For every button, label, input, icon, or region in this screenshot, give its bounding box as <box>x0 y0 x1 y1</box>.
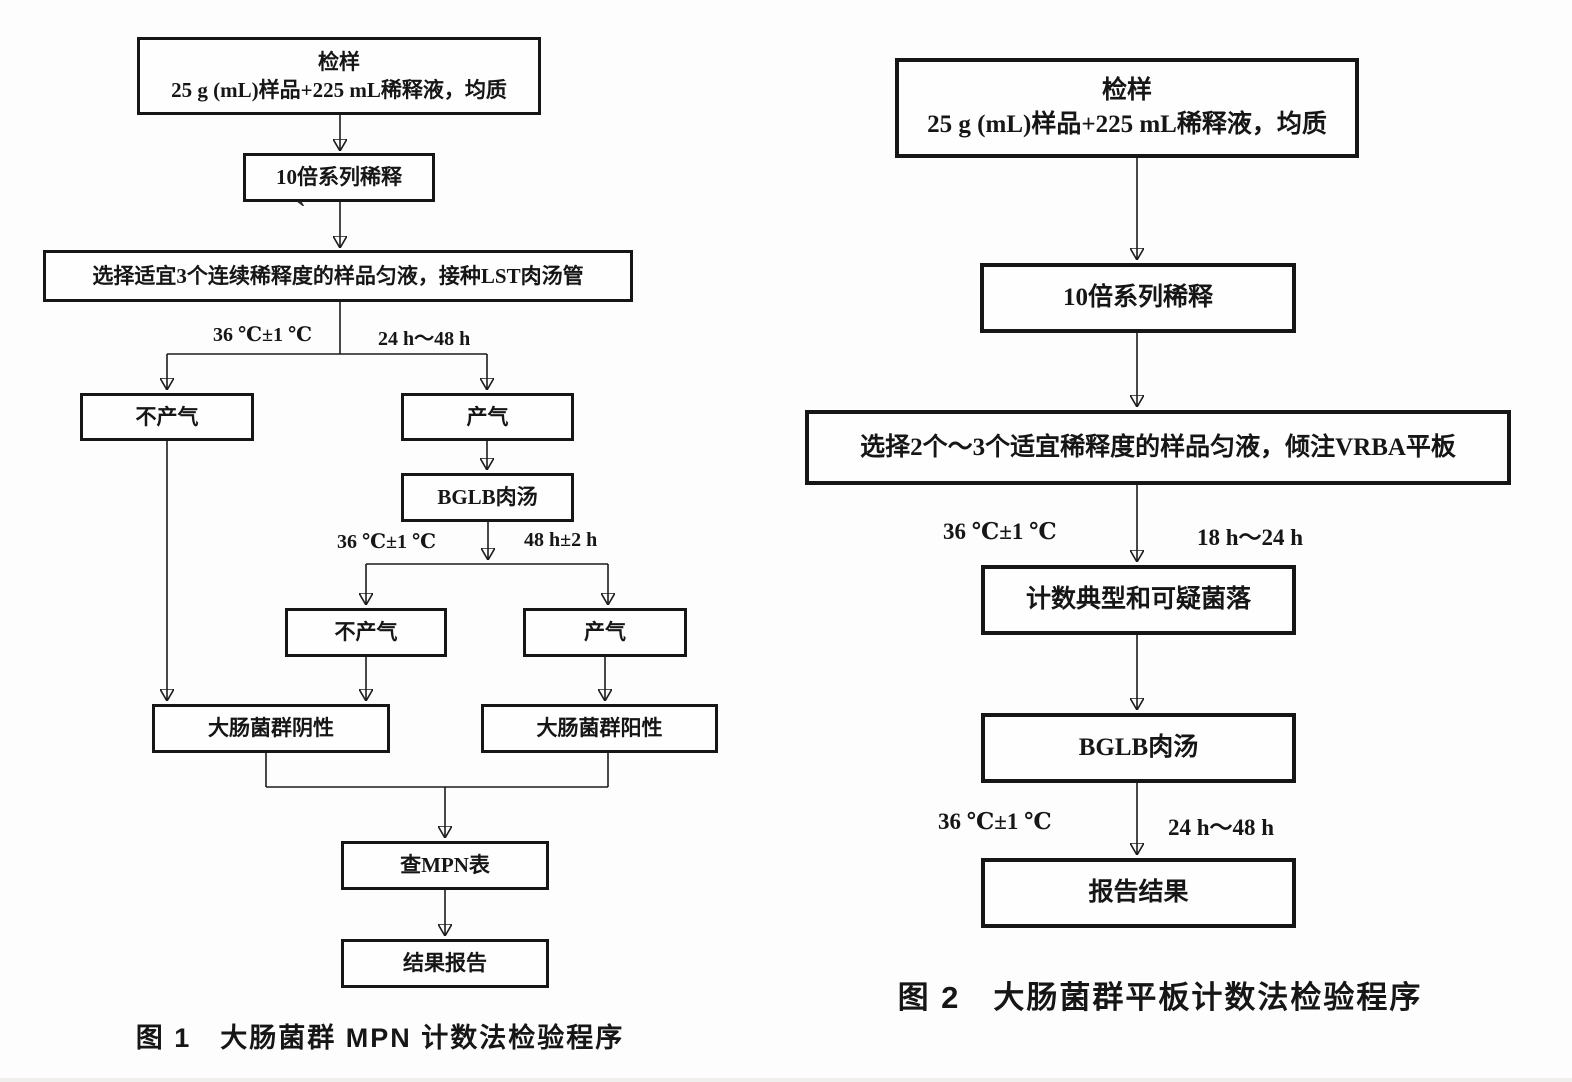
f1-label-time-1: 24 h～48 h <box>378 328 471 350</box>
f2-box-sample: 检样 25 g (mL)样品+225 mL稀释液，均质 <box>895 58 1359 158</box>
f2-label-time-1: 18 h～24 h <box>1197 525 1304 550</box>
figure2-caption: 图 2 大肠菌群平板计数法检验程序 <box>897 980 1423 1015</box>
f2-label-temp-2: 36 ℃±1 ℃ <box>938 809 1052 834</box>
f1-box-coliform-positive: 大肠菌群阳性 <box>481 704 718 753</box>
f2-label-time-2: 24 h～48 h <box>1168 815 1275 840</box>
page-bottom-rule <box>0 1078 1572 1082</box>
f1-box-gas-2: 产气 <box>523 608 687 657</box>
f2-box-dilution: 10倍系列稀释 <box>980 263 1296 333</box>
f2-sample-detail: 25 g (mL)样品+225 mL稀释液，均质 <box>927 111 1327 138</box>
f1-box-dilution: 10倍系列稀释 <box>243 153 435 202</box>
f1-label-time-2: 48 h±2 h <box>524 529 598 551</box>
figure1-caption: 图 1 大肠菌群 MPN 计数法检验程序 <box>135 1023 625 1053</box>
f1-sample-detail: 25 g (mL)样品+225 mL稀释液，均质 <box>171 78 507 102</box>
f1-sample-title: 检样 <box>318 49 360 74</box>
f1-box-no-gas-2: 不产气 <box>285 608 447 657</box>
f1-label-temp-1: 36 ℃±1 ℃ <box>213 324 312 346</box>
f1-label-temp-2: 36 ℃±1 ℃ <box>337 531 436 553</box>
f1-box-coliform-negative: 大肠菌群阴性 <box>152 704 390 753</box>
f2-box-count-colonies: 计数典型和可疑菌落 <box>981 565 1296 635</box>
f1-box-mpn-table: 查MPN表 <box>341 841 549 890</box>
f1-box-bglb-broth: BGLB肉汤 <box>401 473 574 522</box>
f1-box-sample: 检样 25 g (mL)样品+225 mL稀释液，均质 <box>137 37 541 115</box>
stray-mark: ` <box>296 196 306 229</box>
f1-box-no-gas-1: 不产气 <box>80 393 254 441</box>
f2-box-report: 报告结果 <box>981 858 1296 928</box>
f2-label-temp-1: 36 ℃±1 ℃ <box>943 519 1057 544</box>
f1-box-lst-broth: 选择适宜3个连续稀释度的样品匀液，接种LST肉汤管 <box>43 250 633 302</box>
f2-sample-title: 检样 <box>1101 77 1152 105</box>
f2-box-bglb-broth: BGLB肉汤 <box>981 713 1296 783</box>
f2-box-vrba-plate: 选择2个～3个适宜稀释度的样品匀液，倾注VRBA平板 <box>805 410 1511 485</box>
f1-box-gas-1: 产气 <box>401 393 574 441</box>
f1-box-report: 结果报告 <box>341 939 549 988</box>
